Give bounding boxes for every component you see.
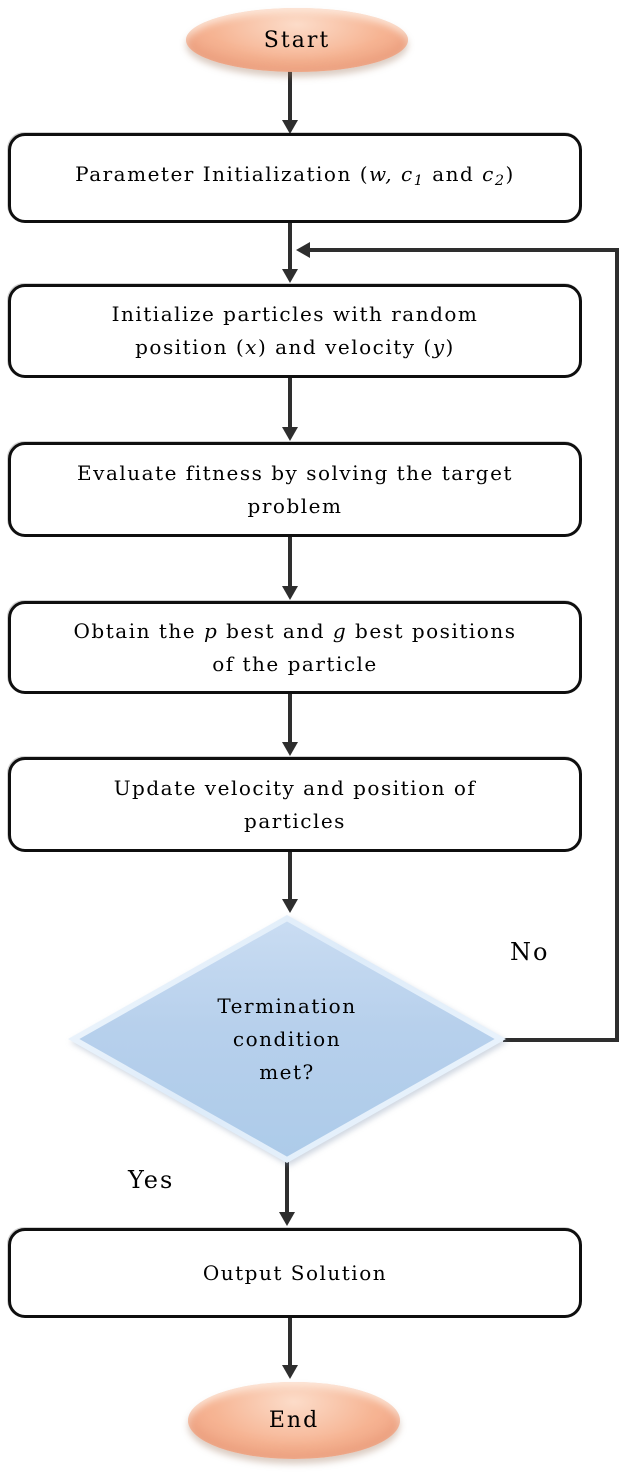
terminator-start: Start xyxy=(186,8,408,72)
process-parameter-initialization-label: Parameter Initialization (w, c1 and c2) xyxy=(75,161,515,190)
process-output-solution-label: Output Solution xyxy=(202,1260,388,1285)
edge-obtain-to-update xyxy=(282,692,298,756)
end-label: End xyxy=(268,1408,320,1433)
edge-init-to-evaluate xyxy=(282,377,298,441)
process-output-solution: Output Solution xyxy=(8,1228,582,1318)
edge-output-to-end xyxy=(282,1317,298,1379)
edge-param-to-init xyxy=(282,222,298,283)
edge-label-no: No xyxy=(510,938,550,966)
process-parameter-initialization: Parameter Initialization (w, c1 and c2) xyxy=(8,133,582,223)
terminator-end: End xyxy=(188,1382,400,1459)
start-label: Start xyxy=(263,27,331,53)
edge-decision-to-output-yes xyxy=(279,1162,295,1226)
edge-evaluate-to-obtain xyxy=(282,536,298,600)
edge-loopback-no xyxy=(296,242,619,1042)
edge-label-yes: Yes xyxy=(128,1166,175,1194)
edge-start-to-param xyxy=(282,71,298,134)
edge-update-to-decision xyxy=(282,851,298,913)
